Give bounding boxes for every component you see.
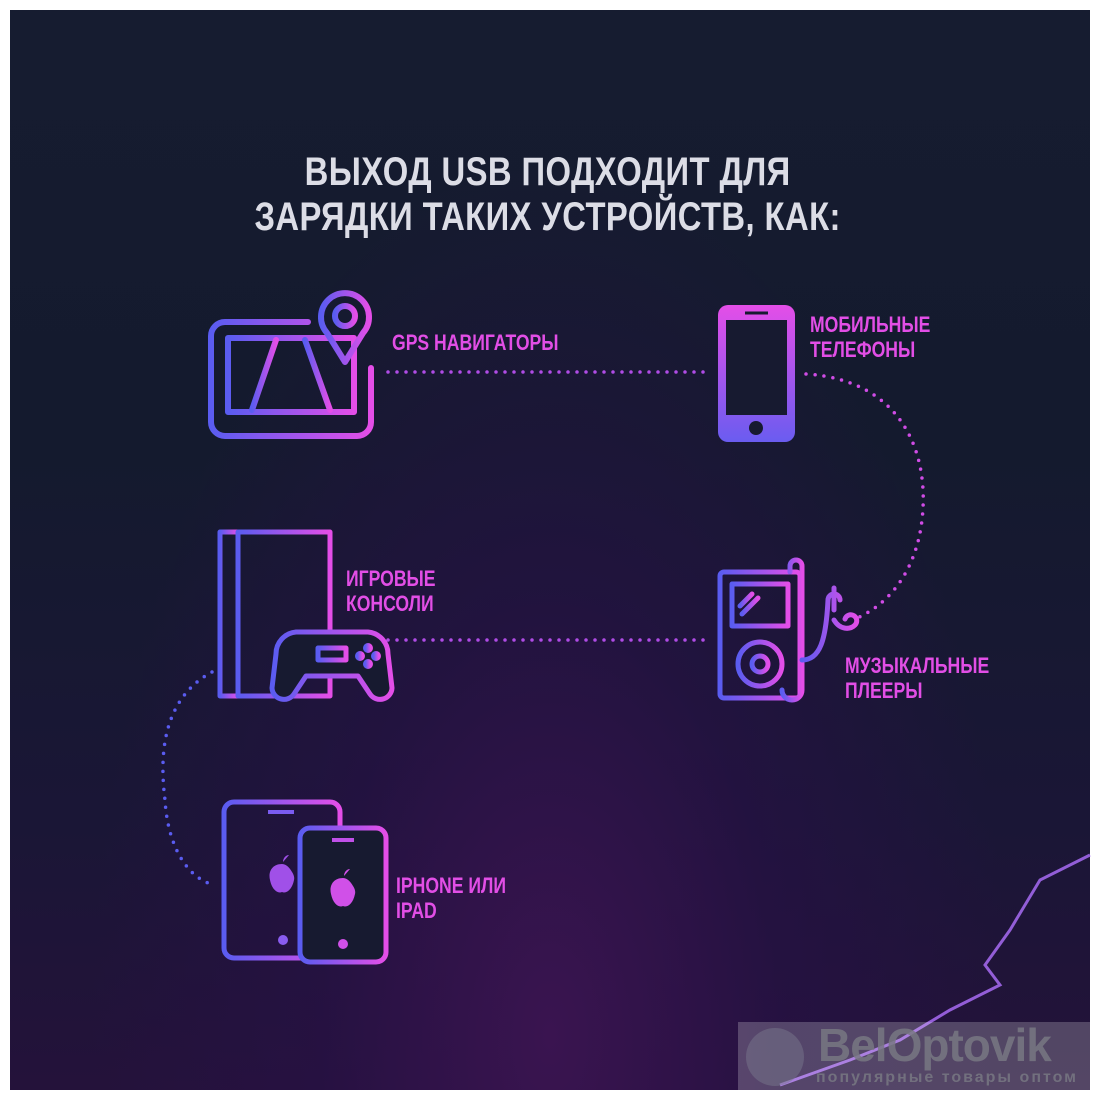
label-mobile-phones: МОБИЛЬНЫЕ ТЕЛЕФОНЫ xyxy=(810,312,930,362)
watermark-brand: BelOptovik xyxy=(818,1019,1052,1071)
poster-background xyxy=(10,10,1090,1090)
mobile-phone-icon xyxy=(718,305,795,442)
gps-navigator-icon xyxy=(208,290,374,439)
label-line: IPAD xyxy=(396,898,437,923)
connector-console-iphone xyxy=(161,670,217,887)
label-line: МУЗЫКАЛЬНЫЕ xyxy=(845,653,990,678)
label-line: КОНСОЛИ xyxy=(346,591,434,616)
title-line-2: ЗАРЯДКИ ТАКИХ УСТРОЙСТВ, КАК: xyxy=(254,195,841,239)
label-line: ПЛЕЕРЫ xyxy=(845,678,923,703)
connector-phone-player xyxy=(804,372,925,622)
iphone-ipad-icon xyxy=(221,799,389,965)
watermark-tagline: популярные товары оптом xyxy=(816,1069,1078,1086)
label-line: GPS НАВИГАТОРЫ xyxy=(392,330,559,355)
title-line-1: ВЫХОД USB ПОДХОДИТ ДЛЯ xyxy=(304,150,791,194)
watermark: BelOptovik популярные товары оптом xyxy=(738,1019,1090,1090)
label-line: ТЕЛЕФОНЫ xyxy=(810,337,916,362)
label-game-consoles: ИГРОВЫЕ КОНСОЛИ xyxy=(346,566,436,616)
watermark-logo-icon xyxy=(746,1028,804,1086)
game-console-icon xyxy=(217,529,395,702)
lightning-decoration xyxy=(779,853,1091,1087)
label-gps-navigators: GPS НАВИГАТОРЫ xyxy=(392,330,559,355)
label-line: IPHONE ИЛИ xyxy=(396,873,507,898)
label-line: ИГРОВЫЕ xyxy=(346,566,436,591)
label-music-players: МУЗЫКАЛЬНЫЕ ПЛЕЕРЫ xyxy=(845,653,989,703)
label-iphone-ipad: IPHONE ИЛИ IPAD xyxy=(396,873,506,923)
music-player-icon xyxy=(717,557,860,703)
label-line: МОБИЛЬНЫЕ xyxy=(810,312,931,337)
